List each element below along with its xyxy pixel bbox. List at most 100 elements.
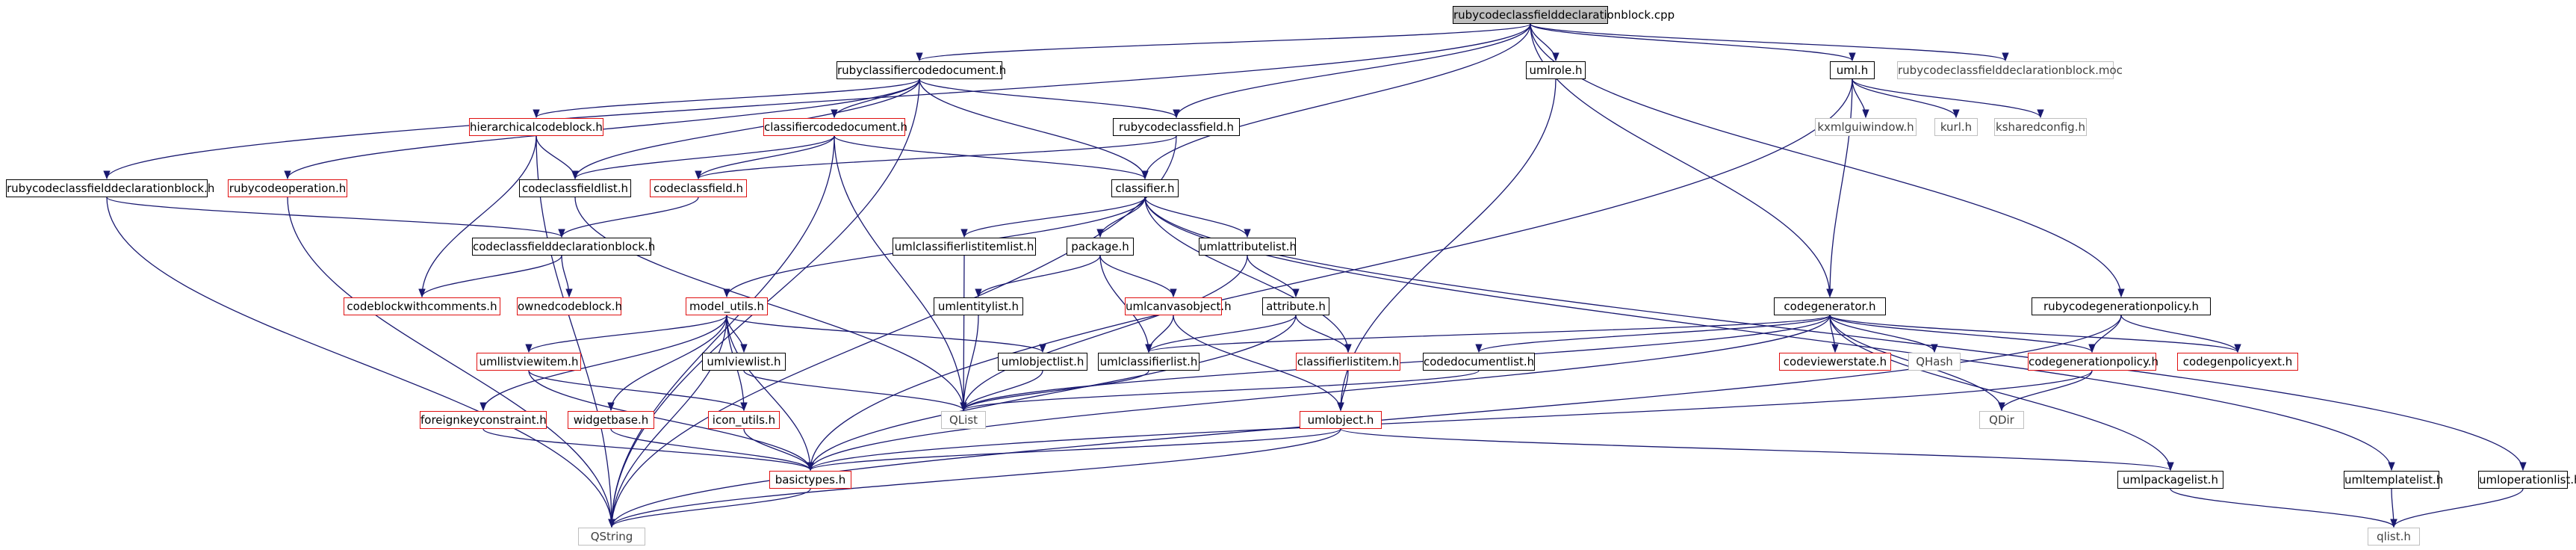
edge-ulvi-to-iu — [528, 370, 748, 412]
node-bt[interactable]: basictypes.h — [769, 471, 851, 489]
node-upl[interactable]: umlpackagelist.h — [2117, 471, 2223, 489]
node-mu[interactable]: model_utils.h — [686, 297, 768, 315]
edge-cg-to-bt — [807, 315, 1831, 472]
node-rco[interactable]: rubycodeoperation.h — [228, 179, 347, 197]
node-cls[interactable]: classifier.h — [1111, 179, 1179, 197]
edge-ccd-to-cfl — [571, 135, 835, 180]
edge-uml-to-ksc — [1852, 78, 2044, 119]
edge-ual-to-qlist — [960, 255, 1248, 412]
edge-uml-to-kxml — [1852, 78, 1869, 119]
node-ksc[interactable]: ksharedconfig.h — [1994, 118, 2087, 136]
edge-pkg-to-uel — [975, 255, 1101, 298]
node-uopl[interactable]: umloperationlist.h — [2478, 471, 2576, 489]
node-utl[interactable]: umltemplatelist.h — [2344, 471, 2443, 489]
edge-cg-to-ucl — [1145, 315, 1831, 353]
edge-uco-to-ucl — [1145, 315, 1174, 353]
node-qlist[interactable]: QList — [941, 411, 986, 429]
node-qdir[interactable]: QDir — [1979, 411, 2024, 429]
edge-root-to-rcfdb — [103, 23, 1531, 180]
edge-ccd-to-qstring — [608, 135, 835, 528]
node-umlrole[interactable]: umlrole.h — [1526, 61, 1586, 79]
edge-uo-to-bt — [807, 428, 1341, 472]
edge-attr-to-cli — [1295, 315, 1352, 353]
node-uml[interactable]: uml.h — [1830, 61, 1875, 79]
node-rcd[interactable]: rubyclassifiercodedocument.h — [837, 61, 1006, 79]
node-uel[interactable]: umlentitylist.h — [934, 297, 1023, 315]
edge-uo-to-qstring — [608, 428, 1341, 528]
node-cvs[interactable]: codeviewerstate.h — [1779, 353, 1891, 371]
node-uco[interactable]: umlcanvasobject.h — [1125, 297, 1232, 315]
node-attr[interactable]: attribute.h — [1262, 297, 1329, 315]
node-rcf[interactable]: rubycodeclassfield.h — [1113, 118, 1240, 136]
node-cdl[interactable]: codedocumentlist.h — [1423, 353, 1535, 371]
node-cli[interactable]: classifierlistitem.h — [1296, 353, 1400, 371]
node-ccfdb[interactable]: codeclassfielddeclarationblock.h — [472, 238, 655, 256]
edge-rcd-to-rcf — [919, 78, 1180, 119]
node-rcfdb[interactable]: rubycodeclassfielddeclarationblock.h — [6, 179, 214, 197]
edge-rcf-to-ccf — [695, 135, 1177, 180]
edge-cls-to-utl — [1144, 197, 2395, 472]
edge-uopl-to-qlisth — [2390, 488, 2524, 528]
node-ucli[interactable]: umlclassifierlistitemlist.h — [893, 238, 1036, 256]
node-ulvi[interactable]: umllistviewitem.h — [477, 353, 581, 371]
node-uo[interactable]: umlobject.h — [1300, 411, 1382, 429]
node-wb[interactable]: widgetbase.h — [568, 411, 654, 429]
node-ccd[interactable]: classifiercodedocument.h — [763, 118, 907, 136]
edge-rcgp-to-cgpe — [2120, 315, 2241, 353]
node-root[interactable]: rubycodeclassfielddeclarationblock.cpp — [1453, 6, 1675, 24]
edge-mu-to-ulvi — [525, 315, 727, 353]
edge-root-to-rcd — [916, 23, 1531, 62]
edge-uvl-to-qlist — [743, 370, 967, 412]
node-rcgp[interactable]: rubycodegenerationpolicy.h — [2032, 297, 2211, 315]
edge-rcd-to-ccd — [831, 78, 920, 119]
node-fkc[interactable]: foreignkeyconstraint.h — [420, 411, 547, 429]
edge-ccfdb-to-cbwc — [418, 255, 562, 298]
node-cg[interactable]: codegenerator.h — [1774, 297, 1886, 315]
node-cgp[interactable]: codegenerationpolicy.h — [2028, 353, 2158, 371]
edge-cls-to-ual — [1144, 197, 1251, 238]
node-ucl[interactable]: umlclassifierlist.h — [1098, 353, 1199, 371]
edge-cg-to-cgpe — [1829, 315, 2241, 353]
edge-mu-to-uol — [726, 315, 1046, 353]
edge-fkc-to-bt — [482, 428, 814, 472]
node-kurl[interactable]: kurl.h — [1934, 118, 1978, 136]
node-uol[interactable]: umlobjectlist.h — [998, 353, 1087, 371]
node-hcb[interactable]: hierarchicalcodeblock.h — [469, 118, 603, 136]
edge-uml-to-kurl — [1852, 78, 1960, 119]
node-uvl[interactable]: umlviewlist.h — [702, 353, 786, 371]
edge-cdl-to-qlist — [960, 370, 1480, 412]
node-ccf[interactable]: codeclassfield.h — [650, 179, 747, 197]
node-qhash[interactable]: QHash — [1908, 353, 1961, 371]
edge-root-to-uml — [1530, 23, 1856, 62]
edge-cg-to-upl — [1829, 315, 2174, 472]
edge-uo-to-upl — [1340, 428, 2174, 472]
node-moc[interactable]: rubycodeclassfielddeclarationblock.moc — [1897, 61, 2123, 79]
edge-cls-to-cli — [1144, 197, 1352, 353]
node-ual[interactable]: umlattributelist.h — [1199, 238, 1297, 256]
edge-upl-to-qlisth — [2170, 488, 2397, 528]
node-cfl[interactable]: codeclassfieldlist.h — [519, 179, 631, 197]
edge-rcd-to-cfl — [571, 78, 920, 180]
dependency-edges — [103, 23, 2527, 528]
node-qlisth[interactable]: qlist.h — [2368, 528, 2420, 546]
node-pkg[interactable]: package.h — [1067, 238, 1134, 256]
edge-ccf-to-ccfdb — [558, 197, 699, 238]
node-kxml[interactable]: kxmlguiwindow.h — [1815, 118, 1917, 136]
edge-mu-to-qstring — [608, 315, 727, 528]
edge-cls-to-uopl — [1144, 197, 2527, 472]
edge-hcb-to-cbwc — [418, 135, 537, 298]
edge-cgp-to-bt — [807, 370, 2093, 472]
node-cgpe[interactable]: codegenpolicyext.h — [2177, 353, 2298, 371]
edge-mu-to-wb — [607, 315, 727, 412]
node-iu[interactable]: icon_utils.h — [708, 411, 780, 429]
edge-cg-to-qhash — [1829, 315, 1938, 353]
edge-cg-to-cdl — [1475, 315, 1831, 353]
node-qstring[interactable]: QString — [578, 528, 645, 546]
node-cbwc[interactable]: codeblockwithcomments.h — [344, 297, 500, 315]
edge-rcd-to-rco — [284, 78, 920, 180]
edge-attr-to-bt — [807, 315, 1297, 472]
edge-cg-to-cgp — [1829, 315, 2096, 353]
edge-ucli-to-qlist — [960, 255, 967, 412]
node-ocb[interactable]: ownedcodeblock.h — [517, 297, 622, 315]
